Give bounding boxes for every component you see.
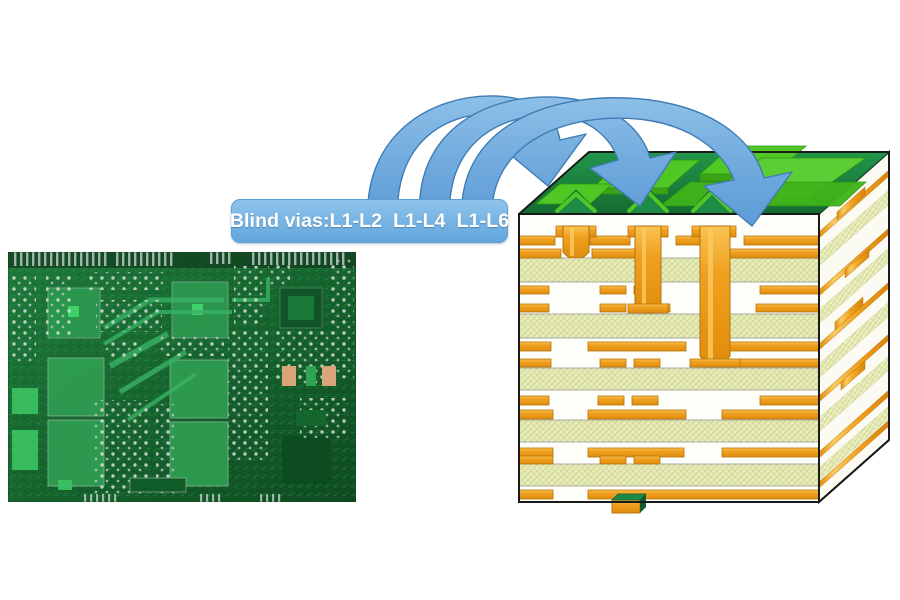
blind-vias-callout[interactable]: Blind vias:L1-L2 L1-L4 L1-L6 (229, 199, 510, 243)
blind-via-arrows (367, 95, 793, 227)
stackup-outline (518, 151, 890, 503)
photo-bottom-fingers (84, 494, 281, 502)
arrow-l1-l6 (461, 97, 793, 227)
bottom-solder-pad (611, 493, 647, 514)
photo-edge-connector (8, 252, 356, 268)
blind-via-l1-l4 (627, 225, 669, 314)
side-copper-features (834, 186, 870, 391)
layer-7-copper (519, 395, 820, 406)
side-prepreg-bands (818, 189, 889, 481)
arrow-l1-l4 (418, 96, 677, 223)
photo-solder-pads (10, 258, 354, 496)
stackup-front-face (518, 213, 820, 503)
stackup-top-surface (517, 145, 891, 215)
blind-via-l1-l2 (562, 225, 590, 260)
photo-components (12, 366, 336, 493)
pcb-stackup (517, 145, 891, 514)
core-boundary-lines (519, 257, 819, 487)
blind-via-l1-l6 (689, 225, 741, 368)
blind-vias-callout-label: Blind vias:L1-L2 L1-L4 L1-L6 (229, 209, 510, 232)
layer-10-copper (519, 455, 661, 465)
stackup-side-face (818, 150, 890, 504)
top-via-lands (551, 187, 737, 215)
pcb-photograph (8, 252, 356, 502)
